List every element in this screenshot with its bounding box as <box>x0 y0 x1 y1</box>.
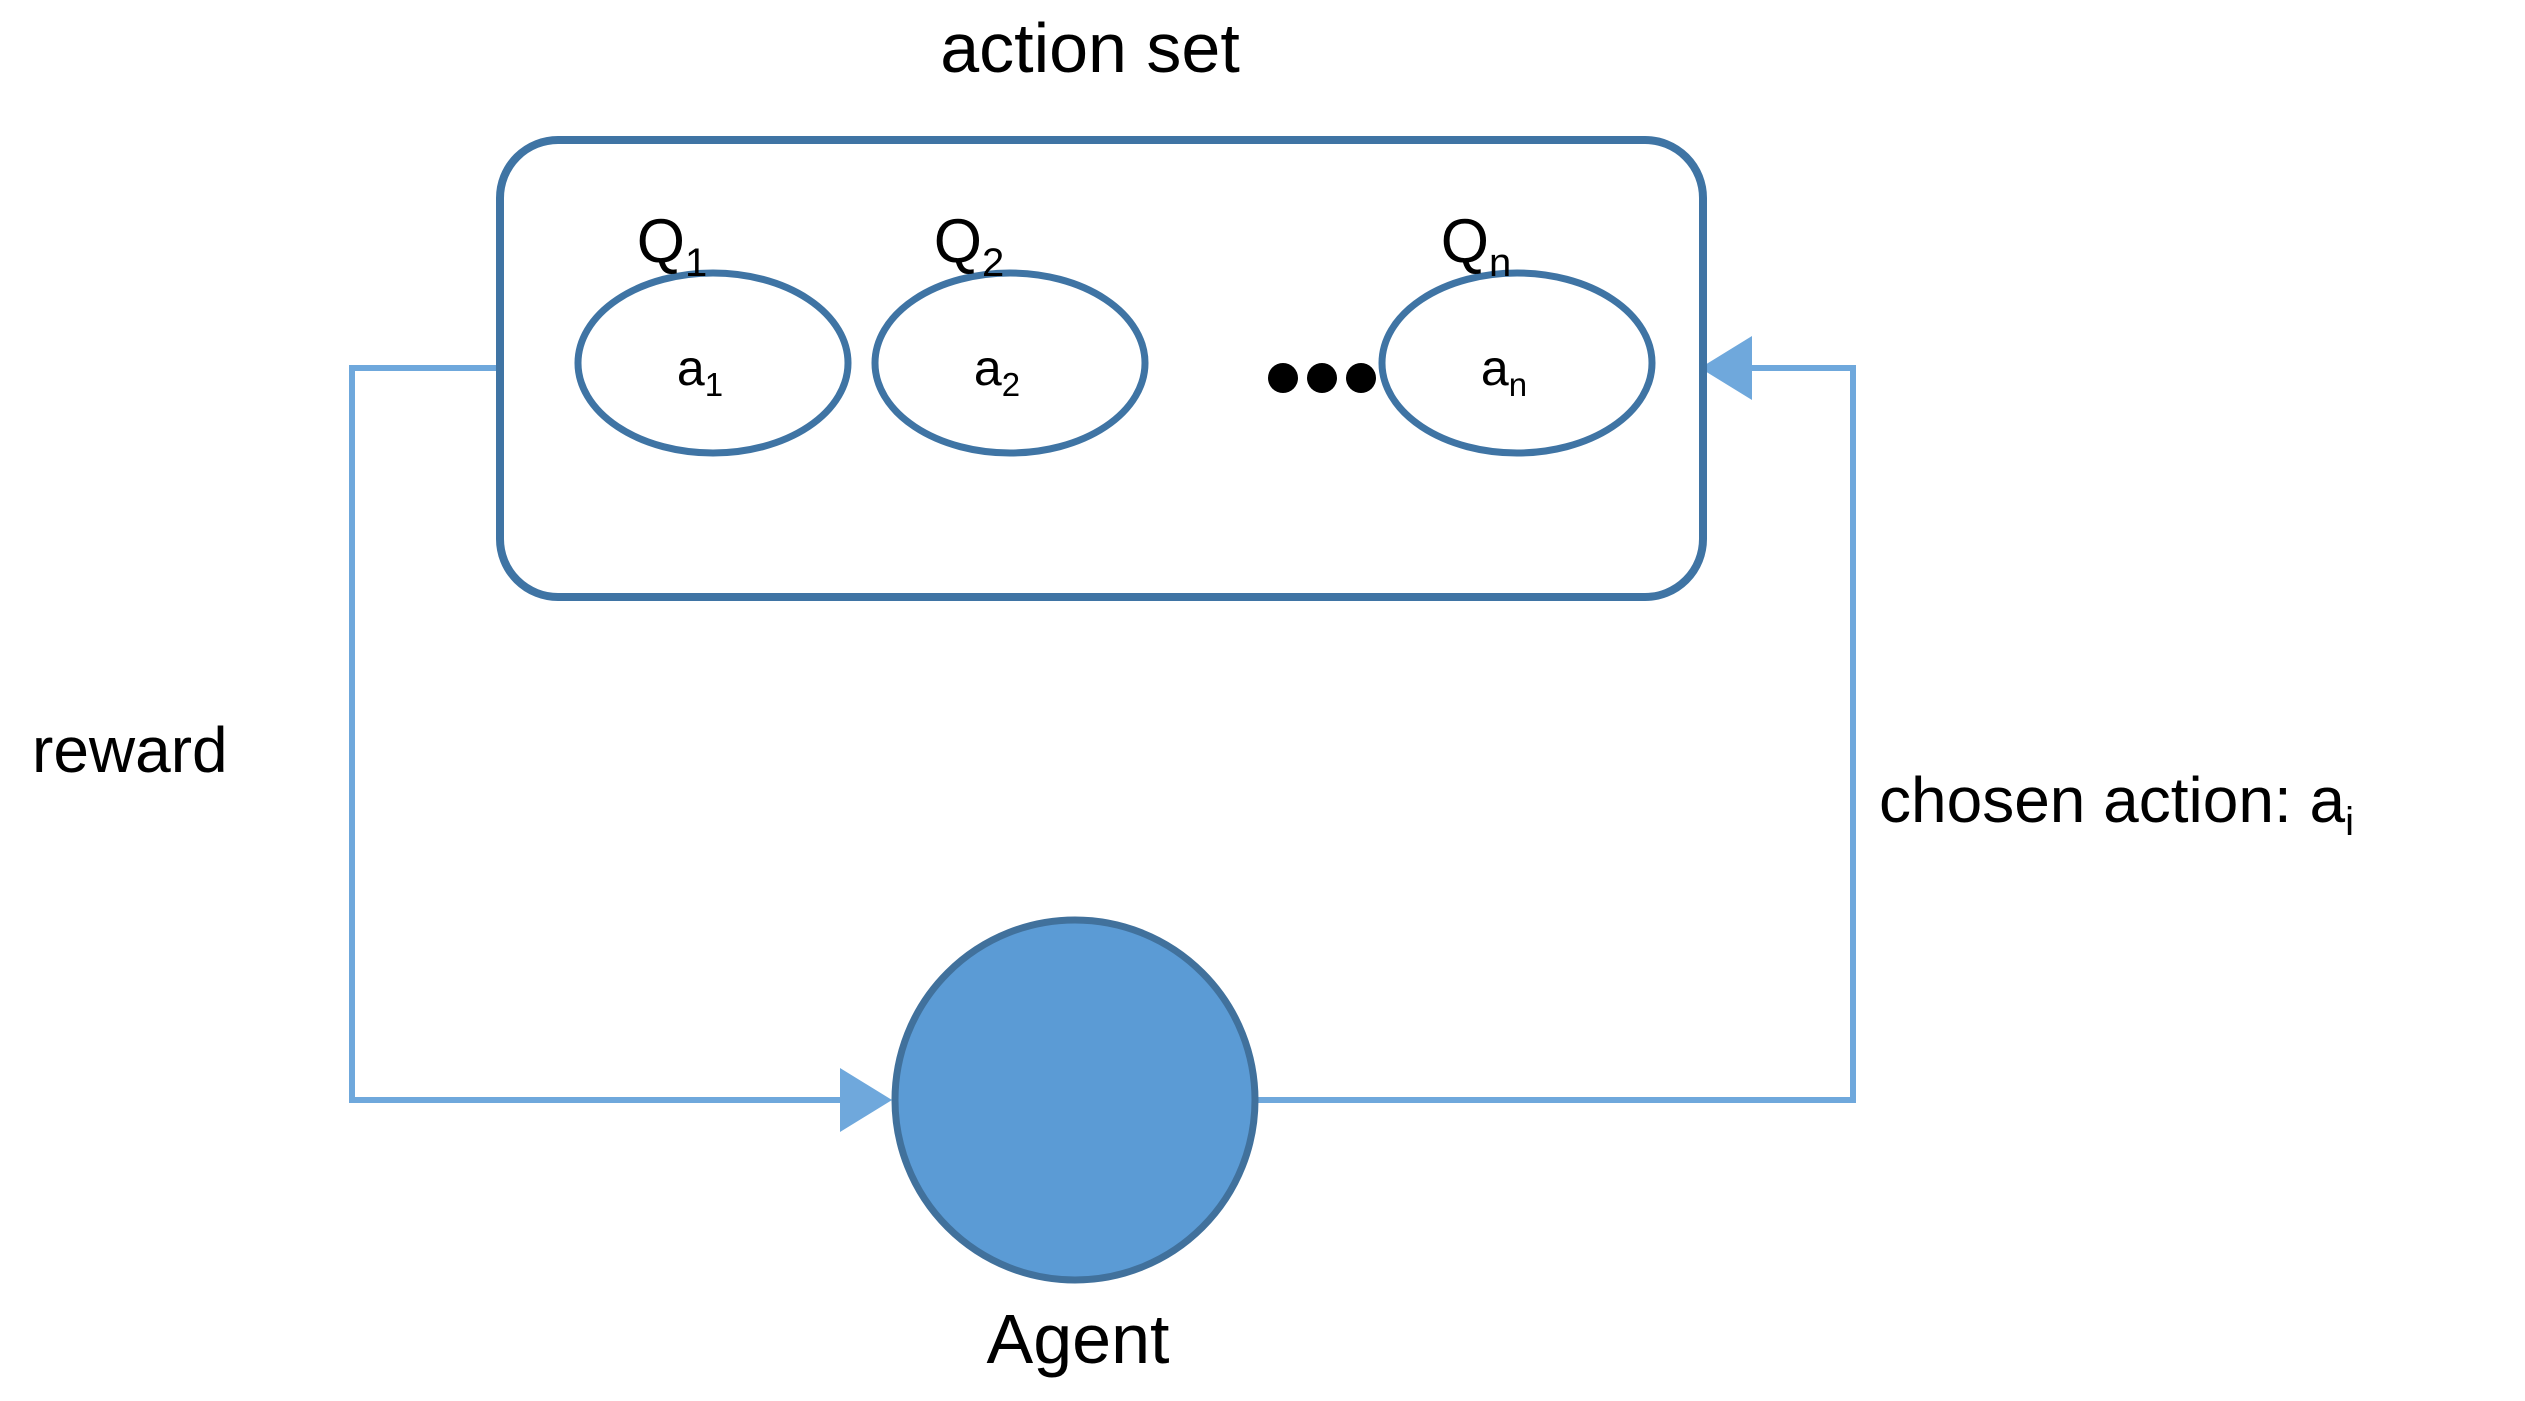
reward-edge-line <box>349 365 862 1103</box>
action-node-2-q-label: Q2 <box>934 207 1004 285</box>
action-node-1-q-label: Q1 <box>637 207 707 285</box>
reward-edge <box>349 365 892 1132</box>
action-set-title: action set <box>940 9 1240 87</box>
action-node-n-ellipse <box>1378 269 1656 457</box>
ellipsis-dot-2 <box>1307 363 1337 393</box>
action-node-1-a-label: a1 <box>677 340 723 403</box>
action-node-n-a-label: an <box>1481 340 1527 403</box>
action-set-box[interactable] <box>496 136 1707 601</box>
reward-edge-label: reward <box>32 714 228 786</box>
chosen-action-edge-line <box>1256 365 1856 1103</box>
chosen-action-edge-label: chosen action: ai <box>1879 764 2354 844</box>
ellipsis-dot-3 <box>1346 363 1376 393</box>
agent-node[interactable] <box>891 916 1259 1284</box>
chosen-action-edge <box>1256 336 1856 1103</box>
agent-label: Agent <box>987 1300 1170 1378</box>
ellipsis-dot-1 <box>1268 363 1298 393</box>
action-node-2[interactable]: Q2 a2 <box>871 207 1149 457</box>
action-node-n-q-label: Qn <box>1441 207 1511 285</box>
action-node-2-ellipse <box>871 269 1149 457</box>
action-node-1[interactable]: Q1 a1 <box>574 207 852 457</box>
chosen-action-arrowhead-icon <box>1700 336 1752 400</box>
reward-arrowhead-icon <box>840 1068 892 1132</box>
ellipsis-dots <box>1268 363 1376 393</box>
action-node-n[interactable]: Qn an <box>1378 207 1656 457</box>
action-node-2-a-label: a2 <box>974 340 1020 403</box>
action-node-1-ellipse <box>574 269 852 457</box>
